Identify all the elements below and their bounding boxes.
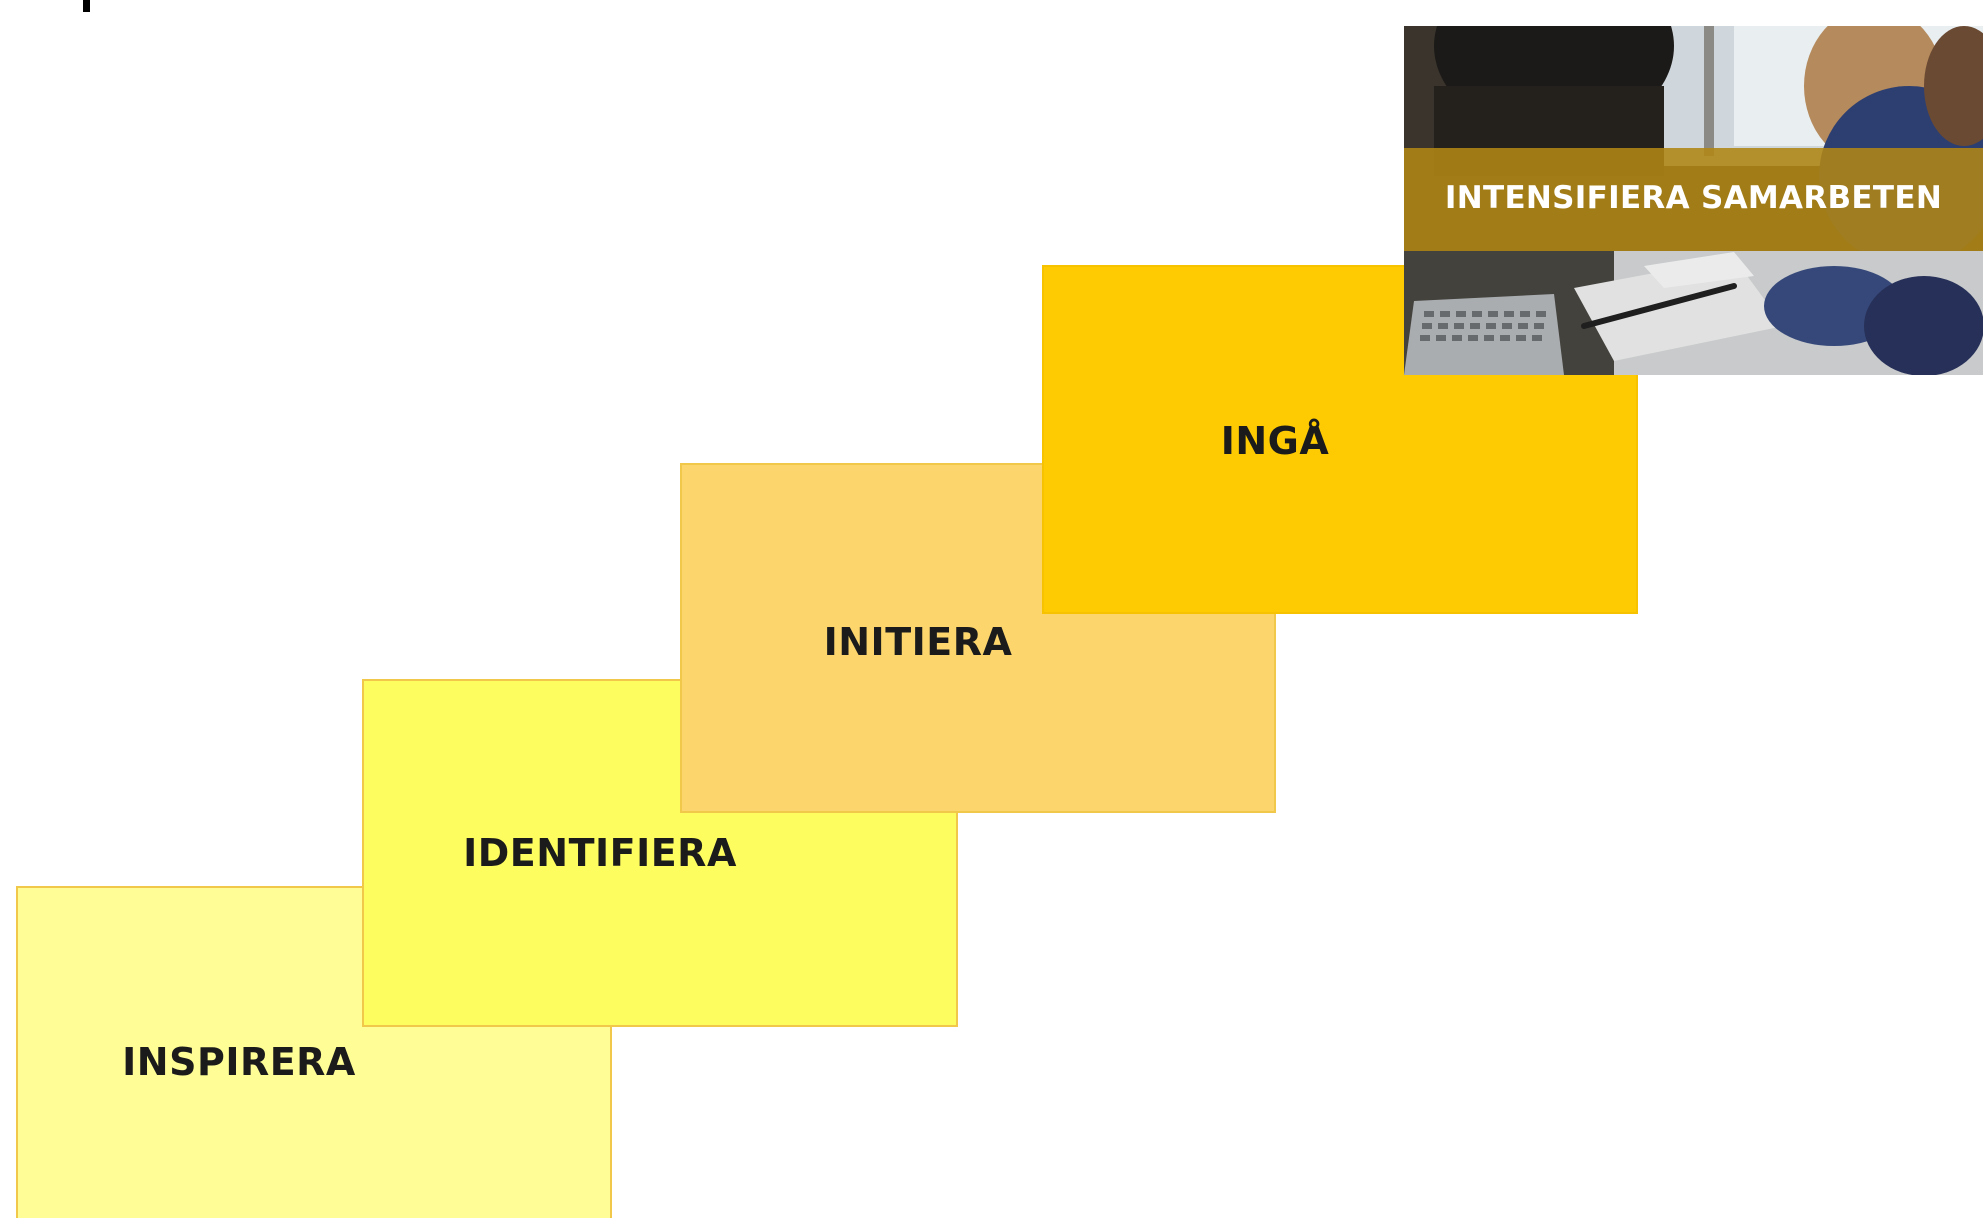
photo-caption: INTENSIFIERA SAMARBETEN [1444,180,1943,216]
step-label-initiera: INITIERA [823,620,1013,664]
team-collaboration-photo: INTENSIFIERA SAMARBETEN [1404,26,1983,375]
corner-mark [83,0,90,12]
step-label-identifiera: IDENTIFIERA [463,831,737,875]
step-label-inspirera: INSPIRERA [122,1040,356,1084]
step-label-inga: INGÅ [1220,419,1330,463]
photo-banner: INTENSIFIERA SAMARBETEN [1404,148,1983,251]
